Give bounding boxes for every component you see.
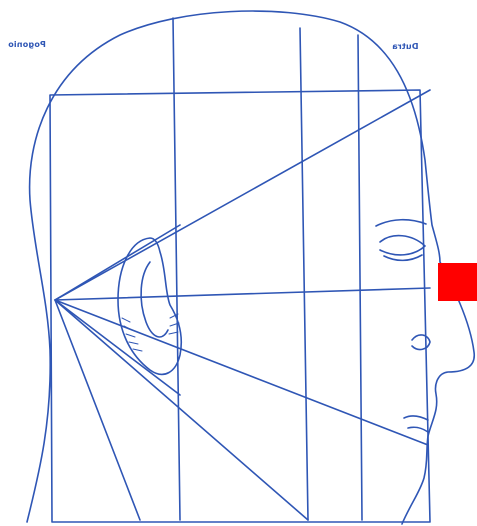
head-outline (27, 11, 474, 524)
label-dutra: Dutra (392, 42, 419, 51)
eyelid-lower (384, 255, 422, 260)
grid-vertical-2 (300, 28, 308, 520)
facial-line-lower (55, 300, 428, 445)
mouth (404, 416, 428, 432)
facial-line-diagonal (55, 300, 308, 520)
nostril (412, 335, 430, 350)
grid-vertical-3 (358, 35, 362, 520)
facial-line-upper (55, 90, 430, 300)
grid-frame (50, 90, 430, 522)
red-marker (438, 263, 477, 301)
facial-line-eye (55, 225, 180, 300)
ear-outline (118, 238, 181, 374)
label-pogonio: Pogonio (8, 40, 46, 49)
grid-horizontal-mid (55, 288, 430, 300)
eyebrow (376, 220, 426, 226)
eye-outline (380, 236, 425, 255)
